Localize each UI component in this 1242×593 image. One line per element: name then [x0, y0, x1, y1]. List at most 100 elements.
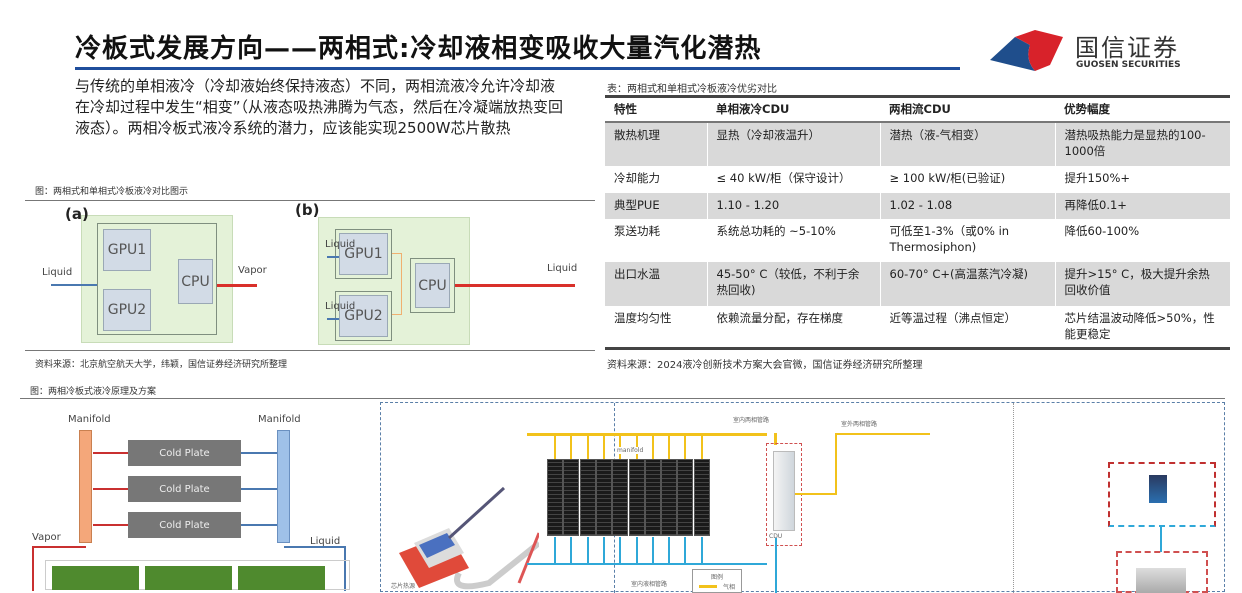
- panel-b-label: (b): [295, 201, 320, 219]
- vapor-riser: [700, 435, 703, 459]
- server-rack: [677, 459, 694, 536]
- outlet-arrow: [455, 284, 575, 287]
- comparison-table: 特性 单相液冷CDU 两相流CDU 优势幅度 散热机理显热（冷却液温升）潜热（液…: [605, 95, 1230, 350]
- logo-text-cn: 国信证券: [1075, 34, 1179, 62]
- vapor-label: Vapor: [238, 265, 267, 276]
- liquid-pipe: [284, 546, 346, 591]
- outdoor-pipe: [795, 493, 835, 495]
- logo-text-en: GUOSEN SECURITIES: [1076, 60, 1181, 70]
- server-rack: [579, 459, 596, 536]
- table-row: 温度均匀性依赖流量分配，存在梯度近等温过程（沸点恒定）芯片结温波动降低>50%，…: [605, 305, 1230, 349]
- gpu1-chip: GPU1: [103, 229, 151, 271]
- manifold-label: Manifold: [258, 414, 301, 425]
- panel-a-module: [97, 223, 217, 335]
- liquid-label: Liquid: [310, 536, 341, 547]
- liquid-arrow: [241, 452, 277, 454]
- cold-plate-module-icon: [399, 486, 539, 590]
- merge-pipe: [392, 253, 402, 315]
- gpu2-chip: GPU2: [103, 289, 151, 331]
- liquid-arrow: [327, 256, 339, 258]
- table-cell: 芯片结温波动降低>50%，性能更稳定: [1054, 305, 1230, 349]
- system-scheme-diagram: 芯片热源 室内两相管路 manifold CDU 室外两相管路 室内液相管路 图…: [380, 402, 1225, 593]
- server-board: [52, 566, 139, 590]
- column-header: 优势幅度: [1055, 96, 1230, 123]
- table-row: 散热机理显热（冷却液温升）潜热（液-气相变）潜热吸热能力是显热的100-1000…: [605, 121, 1230, 166]
- table-cell: 提升>15° C，极大提升余热回收价值: [1054, 261, 1230, 306]
- outdoor-pipe: [835, 433, 837, 495]
- liquid-riser: [700, 537, 703, 563]
- table-cell: 潜热吸热能力是显热的100-1000倍: [1054, 121, 1230, 166]
- table-header-row: 特性 单相液冷CDU 两相流CDU 优势幅度: [605, 96, 1230, 123]
- liquid-pipe: [1160, 527, 1162, 552]
- cold-plate: Cold Plate: [128, 476, 241, 502]
- cpu-chip: CPU: [415, 263, 450, 308]
- figure1-diagram: (a) GPU1 GPU2 CPU Liquid Vapor (b) GPU1 …: [25, 201, 600, 348]
- figure2-caption: 图：两相冷板式液冷原理及方案: [30, 387, 157, 397]
- table-cell: ≤ 40 kW/柜（保守设计）: [706, 165, 880, 193]
- figure1-source: 资料来源：北京航空航天大学，纬颖，国信证券经济研究所整理: [35, 360, 288, 370]
- vapor-riser: [554, 435, 556, 459]
- liquid-label: Liquid: [325, 301, 356, 312]
- server-rack: [547, 459, 563, 536]
- liquid-arrow: [327, 318, 339, 320]
- table-cell: 泵送功耗: [614, 223, 660, 238]
- server-rack: [563, 459, 580, 536]
- table-cell: 再降低0.1+: [1054, 192, 1230, 219]
- vapor-arrow: [93, 488, 128, 490]
- vapor-manifold: [79, 430, 92, 543]
- divider: [25, 350, 595, 351]
- vapor-riser: [570, 435, 573, 459]
- column-header: 单相液冷CDU: [707, 96, 880, 123]
- liquid-header-pipe: [527, 563, 767, 565]
- liquid-riser: [554, 537, 556, 563]
- liquid-outlet-label: Liquid: [547, 263, 578, 274]
- table-cell: ≥ 100 kW/柜(已验证): [879, 165, 1055, 193]
- intro-paragraph: 与传统的单相液冷（冷却液始终保持液态）不同，两相流液冷允许冷却液在冷却过程中发生…: [75, 77, 564, 137]
- pipe-top-label: 室内两相管路: [733, 417, 770, 424]
- server-rack: [612, 459, 629, 536]
- table-row: 冷却能力≤ 40 kW/柜（保守设计）≥ 100 kW/柜(已验证)提升150%…: [605, 165, 1230, 193]
- liquid-riser: [635, 537, 638, 563]
- server-rack: [661, 459, 678, 536]
- legend-box: 图例 气相: [692, 569, 742, 593]
- table-cell: 1.10 - 1.20: [706, 192, 880, 219]
- vapor-header-pipe: [527, 433, 767, 436]
- cdu-label: CDU: [769, 533, 783, 540]
- liquid-label: Liquid: [42, 267, 73, 278]
- table-cell: 温度均匀性: [614, 310, 672, 325]
- cold-plate: Cold Plate: [128, 440, 241, 466]
- figure1-caption: 图：两相式和单相式冷板液冷对比图示: [35, 187, 189, 197]
- vapor-label: Vapor: [32, 532, 61, 543]
- server-rack: [644, 459, 661, 536]
- server-board: [238, 566, 325, 590]
- table-cell: 降低60-100%: [1054, 218, 1230, 262]
- liquid-riser: [651, 537, 654, 563]
- liquid-riser: [668, 537, 671, 563]
- table-cell: 散热机理: [605, 121, 707, 166]
- cpu-chip: CPU: [178, 259, 213, 304]
- zone-divider: [1013, 403, 1014, 593]
- vapor-riser: [668, 435, 671, 459]
- vapor-riser: [602, 435, 605, 459]
- server-rack: [693, 459, 710, 536]
- table-cell: 潜热（液-气相变）: [879, 121, 1055, 166]
- liquid-label: Liquid: [325, 239, 356, 250]
- divider: [25, 200, 595, 201]
- table-cell: 依赖流量分配，存在梯度: [706, 305, 880, 349]
- page-title: 冷板式发展方向——两相式:冷却液相变吸收大量汽化潜热: [75, 34, 762, 64]
- gpu2-chip: GPU2: [339, 295, 388, 337]
- vapor-arrow: [93, 524, 128, 526]
- table-row: 泵送功耗系统总功耗的 ~5-10%可低至1-3%（或0% in Thermosi…: [605, 218, 1230, 262]
- guosen-logo-icon: [990, 30, 1063, 71]
- outdoor-unit-icon: [1136, 568, 1186, 593]
- vapor-outlet-arrow: [217, 284, 257, 287]
- liquid-riser: [619, 537, 622, 563]
- table-cell: 显热（冷却液温升）: [706, 121, 880, 166]
- dry-cooler-box: [1108, 462, 1216, 527]
- table-source: 资料来源：2024液冷创新技术方案大会官微，国信证券经济研究所整理: [607, 360, 923, 371]
- pipe-bottom-label: 室内液相管路: [631, 581, 668, 588]
- column-header: 特性: [605, 96, 707, 123]
- pipe-outdoor-label: 室外两相管路: [841, 421, 878, 428]
